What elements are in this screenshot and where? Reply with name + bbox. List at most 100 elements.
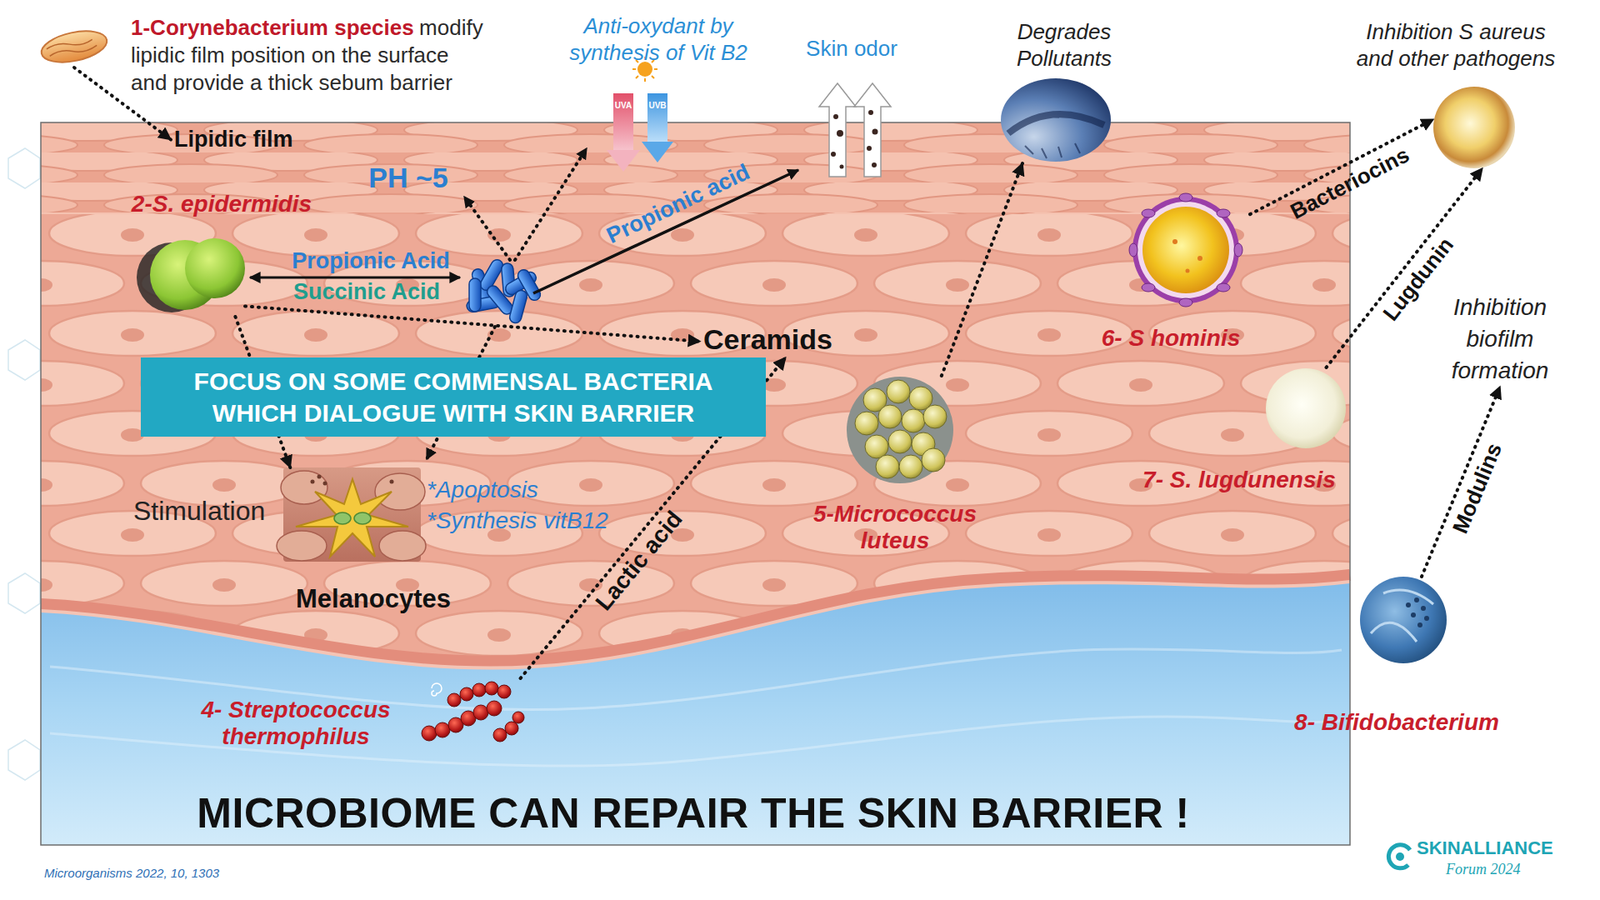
micrococcus-picture — [899, 455, 923, 479]
streptococcus-picture — [435, 722, 450, 738]
bacteria-arrows — [464, 196, 510, 260]
hexagon-decoration — [8, 740, 40, 780]
node-text: Inhibition S aureus and other pathogens — [1356, 19, 1556, 71]
annotation-label: UVB — [648, 100, 666, 110]
node-text: Degrades Pollutants — [1016, 19, 1112, 71]
s-hominis-picture — [1137, 201, 1235, 299]
lipidic-film-box: Lipidic film — [170, 125, 297, 155]
node-text: FOCUS ON SOME COMMENSAL BACTERIA WHICH D… — [152, 365, 755, 429]
micrococcus-picture — [886, 380, 910, 404]
biofilm-box: Inhibition biofilm formation — [1420, 291, 1580, 387]
bifidobacterium-picture — [1424, 615, 1430, 621]
skin-odor-icon — [819, 83, 856, 177]
corynebacterium-icon — [38, 25, 110, 68]
bifidobacterium-picture — [1360, 576, 1447, 664]
skin-odor-icon — [833, 114, 839, 120]
melanocyte-picture — [390, 480, 395, 485]
skin-odor-icon — [819, 83, 891, 177]
node-text: Melanocytes — [295, 584, 451, 614]
melanocyte-picture — [334, 512, 351, 525]
streptococcus-picture — [421, 681, 525, 742]
s-hominis-picture — [1216, 209, 1230, 218]
s-lugdunensis-node: 7- S. lugdunensis — [1265, 367, 1347, 450]
edge-label: Lugdunin — [1378, 232, 1460, 326]
logo-mark — [1388, 845, 1410, 869]
corynebacterium-icon — [38, 25, 110, 68]
annotation-label: UVA — [615, 100, 632, 110]
melanocyte-picture — [354, 512, 371, 525]
micrococcus-picture — [923, 405, 947, 429]
micrococcus-picture — [901, 409, 925, 433]
s-hominis-picture — [1129, 243, 1138, 257]
skin-odor-icon — [866, 145, 872, 151]
corynebacterium-icon — [49, 43, 98, 59]
hexagon-decoration — [8, 148, 40, 189]
hexagon-decoration — [8, 340, 40, 380]
s-hominis-picture — [1216, 283, 1230, 292]
bacteria-arrows — [250, 276, 460, 280]
micrococcus-picture — [865, 435, 889, 459]
uva-arrow — [606, 93, 640, 172]
bifidobacterium-picture — [1420, 605, 1426, 611]
dotted-arrow — [245, 305, 700, 341]
s-hominis-picture — [1129, 193, 1243, 307]
node-label: 2-S. epidermidis — [121, 190, 322, 218]
s-epidermidis-picture — [185, 238, 245, 299]
node-text: 1-Corynebacterium species — [130, 15, 415, 40]
micrococcus-picture — [855, 380, 947, 479]
node-label: 4- Streptococcus thermophilus — [183, 696, 409, 750]
pollutant-picture — [1008, 114, 1105, 134]
melanocyte-picture — [323, 481, 328, 486]
uva-arrow — [613, 93, 634, 152]
skin-odor-icon — [868, 110, 874, 115]
skin-section — [40, 575, 1350, 845]
skin-section — [40, 581, 1350, 669]
node-text: 7- S. lugdunensis — [1142, 466, 1336, 493]
annotation-label: Microorganisms 2022, 10, 1303 — [44, 865, 220, 880]
melanocyte-picture — [276, 467, 426, 562]
s-hominis-picture — [1172, 239, 1178, 245]
streptococcus-picture — [421, 725, 437, 741]
skin-odor-icon — [830, 151, 836, 157]
annotation-label: PH ~5 — [368, 161, 448, 195]
streptococcus-picture — [486, 700, 502, 716]
annotation-label: Anti-oxydant by synthesis of Vit B2 — [554, 12, 763, 66]
s-hominis-picture — [1129, 193, 1243, 307]
node-text: 5-Micrococcus luteus — [813, 500, 977, 554]
skin-section — [40, 122, 1350, 845]
streptococcus-node: 4- Streptococcus thermophilus — [418, 678, 526, 750]
skin-odor-icon — [836, 130, 844, 137]
blue-bacteria-picture — [508, 289, 529, 325]
micrococcus-picture — [855, 411, 879, 435]
streptococcus-picture — [512, 711, 525, 724]
corynebacterium-icon — [45, 36, 93, 52]
ceramids-box: Ceramids — [700, 321, 836, 358]
node-text: 4- Streptococcus thermophilus — [200, 696, 390, 750]
blue-bacteria-picture — [465, 257, 543, 325]
melanocyte-picture — [295, 479, 409, 557]
streptococcus-picture — [497, 685, 511, 699]
bifidobacterium-node: 8- Bifidobacterium — [1357, 576, 1450, 664]
streptococcus-picture — [472, 683, 486, 697]
s-hominis-picture — [1234, 243, 1243, 257]
pollutant-picture — [1025, 143, 1080, 159]
s-hominis-node: 6- S hominis — [1122, 194, 1250, 306]
uva-arrow — [606, 150, 640, 172]
annotation-label: Stimulation — [133, 495, 265, 527]
streptococcus-picture — [505, 721, 519, 735]
coryne-node: 1-Corynebacterium speciesmodify lipidic … — [40, 25, 108, 68]
s-aureus-node: Inhibition S aureus and other pathogens — [1433, 86, 1515, 169]
skin-odor-icon — [871, 162, 877, 168]
bifidobacterium-picture — [1405, 602, 1411, 608]
s-hominis-picture — [1132, 196, 1240, 304]
bacteria-arrows — [533, 170, 799, 294]
node-label: Degrades Pollutants — [980, 18, 1148, 72]
annotation-label: Skin odor — [805, 35, 898, 62]
melanocyte-picture — [276, 530, 327, 561]
node-label: Melanocytes — [273, 584, 474, 615]
micrococcus-picture — [878, 405, 902, 429]
node-text: 6- S hominis — [1101, 325, 1240, 351]
diagram-title: MICROBIOME CAN REPAIR THE SKIN BARRIER ! — [196, 789, 1190, 838]
